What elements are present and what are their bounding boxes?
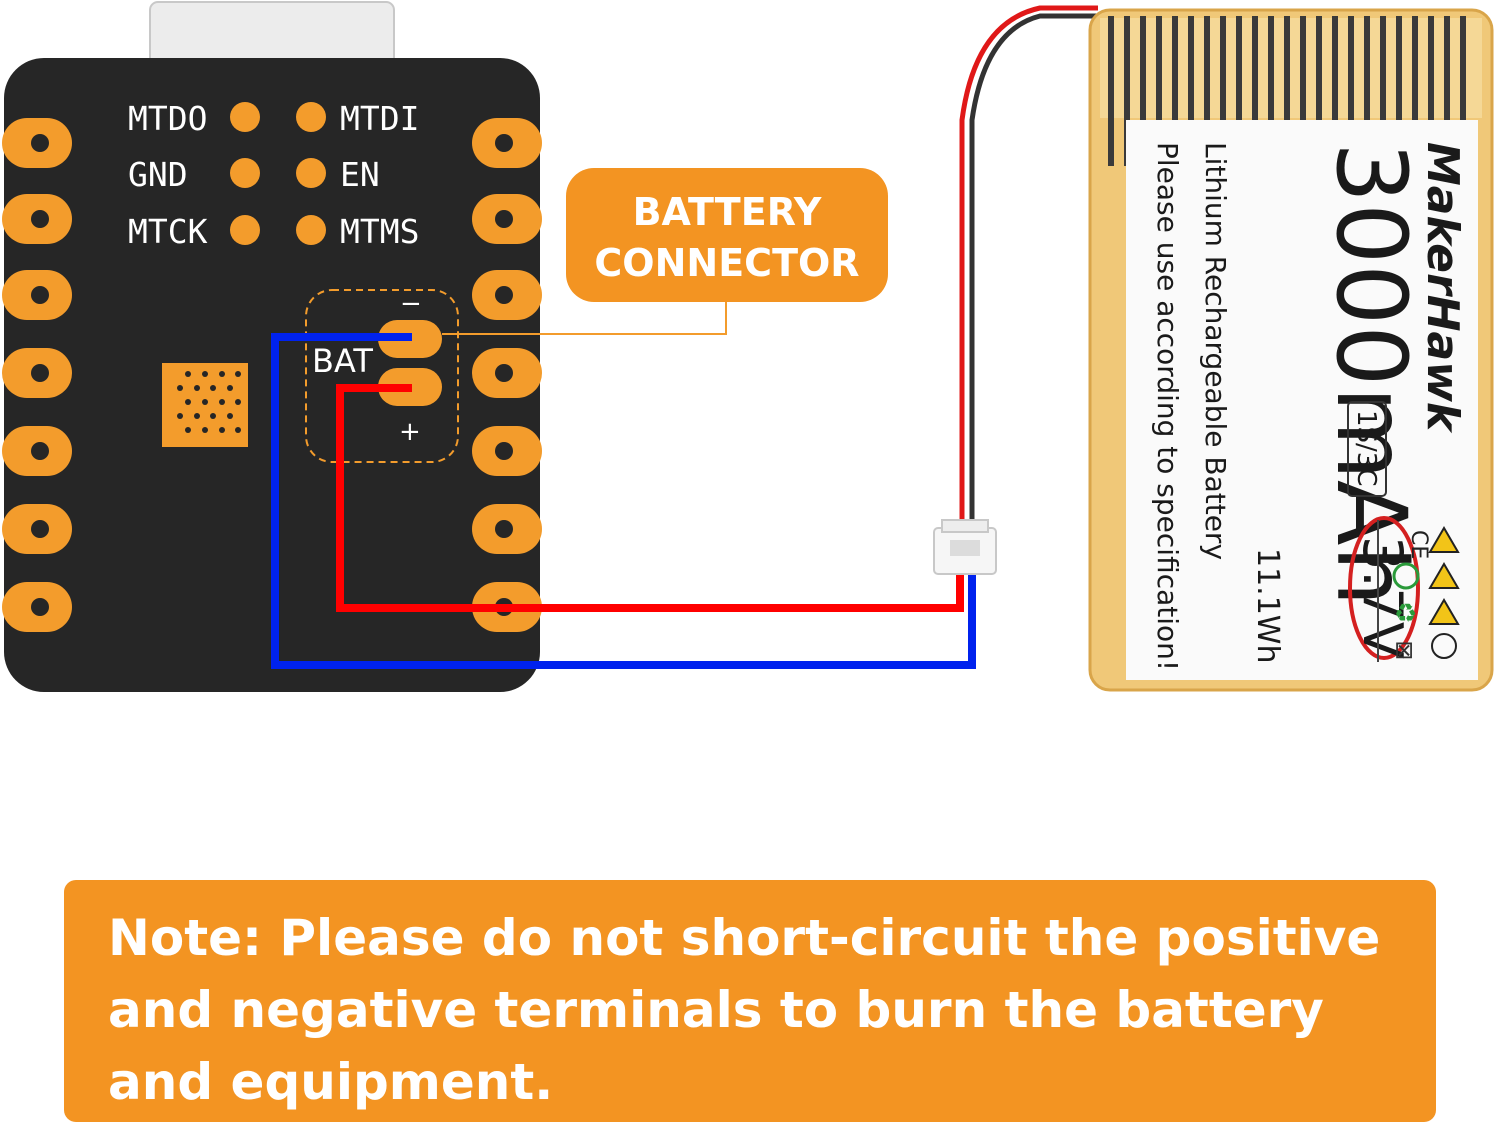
wire-negative bbox=[271, 333, 976, 669]
battery-capacity: 3000mAh bbox=[1315, 142, 1427, 606]
bat-label: BAT bbox=[312, 342, 373, 380]
battery-warning: Please use according to specification! bbox=[1151, 142, 1184, 671]
callout-line1: BATTERY bbox=[633, 190, 822, 234]
wiring-diagram: MTDO GND MTCK MTDI EN MTMS − + BAT BATTE… bbox=[2, 1, 1494, 692]
bat-plus-sign: + bbox=[399, 417, 421, 447]
battery-lead-red bbox=[959, 5, 1098, 532]
warning-note: Note: Please do not short-circuit the po… bbox=[64, 880, 1436, 1122]
battery-rating: 1S/3C bbox=[1351, 410, 1381, 487]
battery-voltage: 3.7V bbox=[1351, 536, 1414, 659]
pin-label-en: EN bbox=[340, 155, 380, 194]
bat-minus-sign: − bbox=[400, 289, 422, 319]
recycle-icon: ♻ bbox=[1394, 599, 1417, 629]
pin-label-mtms: MTMS bbox=[340, 212, 419, 251]
pin-label-mtdi: MTDI bbox=[340, 99, 419, 138]
battery-rating-box bbox=[1347, 401, 1387, 497]
no-fire-icon bbox=[1431, 633, 1457, 659]
battery-brand: MakerHawk bbox=[1417, 142, 1468, 434]
warning-note-text: Note: Please do not short-circuit the po… bbox=[108, 909, 1381, 1111]
battery-pad-outline bbox=[305, 289, 459, 463]
battery-voltage-oval bbox=[1348, 516, 1420, 660]
lipo-battery bbox=[1088, 8, 1494, 692]
pin-label-gnd: GND bbox=[128, 155, 188, 194]
battery-lead-black bbox=[969, 13, 1098, 532]
battery-type: Lithium Rechargeable Battery bbox=[1199, 142, 1232, 560]
battery-energy: 11.1Wh bbox=[1250, 548, 1285, 663]
rohs-icon bbox=[1392, 562, 1420, 590]
callout-leader bbox=[442, 296, 727, 335]
callout-line2: CONNECTOR bbox=[594, 241, 859, 285]
edge-pads bbox=[2, 118, 542, 632]
pin-label-mtck: MTCK bbox=[128, 212, 208, 251]
bin-icon: ⊠ bbox=[1394, 636, 1414, 664]
jtag-pads bbox=[230, 102, 326, 245]
warning-icons bbox=[1428, 526, 1460, 625]
ce-mark-icon: CE bbox=[1406, 530, 1431, 559]
wire-positive bbox=[336, 384, 964, 612]
pin-label-mtdo: MTDO bbox=[128, 99, 207, 138]
battery-connector-callout bbox=[566, 168, 888, 302]
jst-connector bbox=[933, 519, 997, 575]
